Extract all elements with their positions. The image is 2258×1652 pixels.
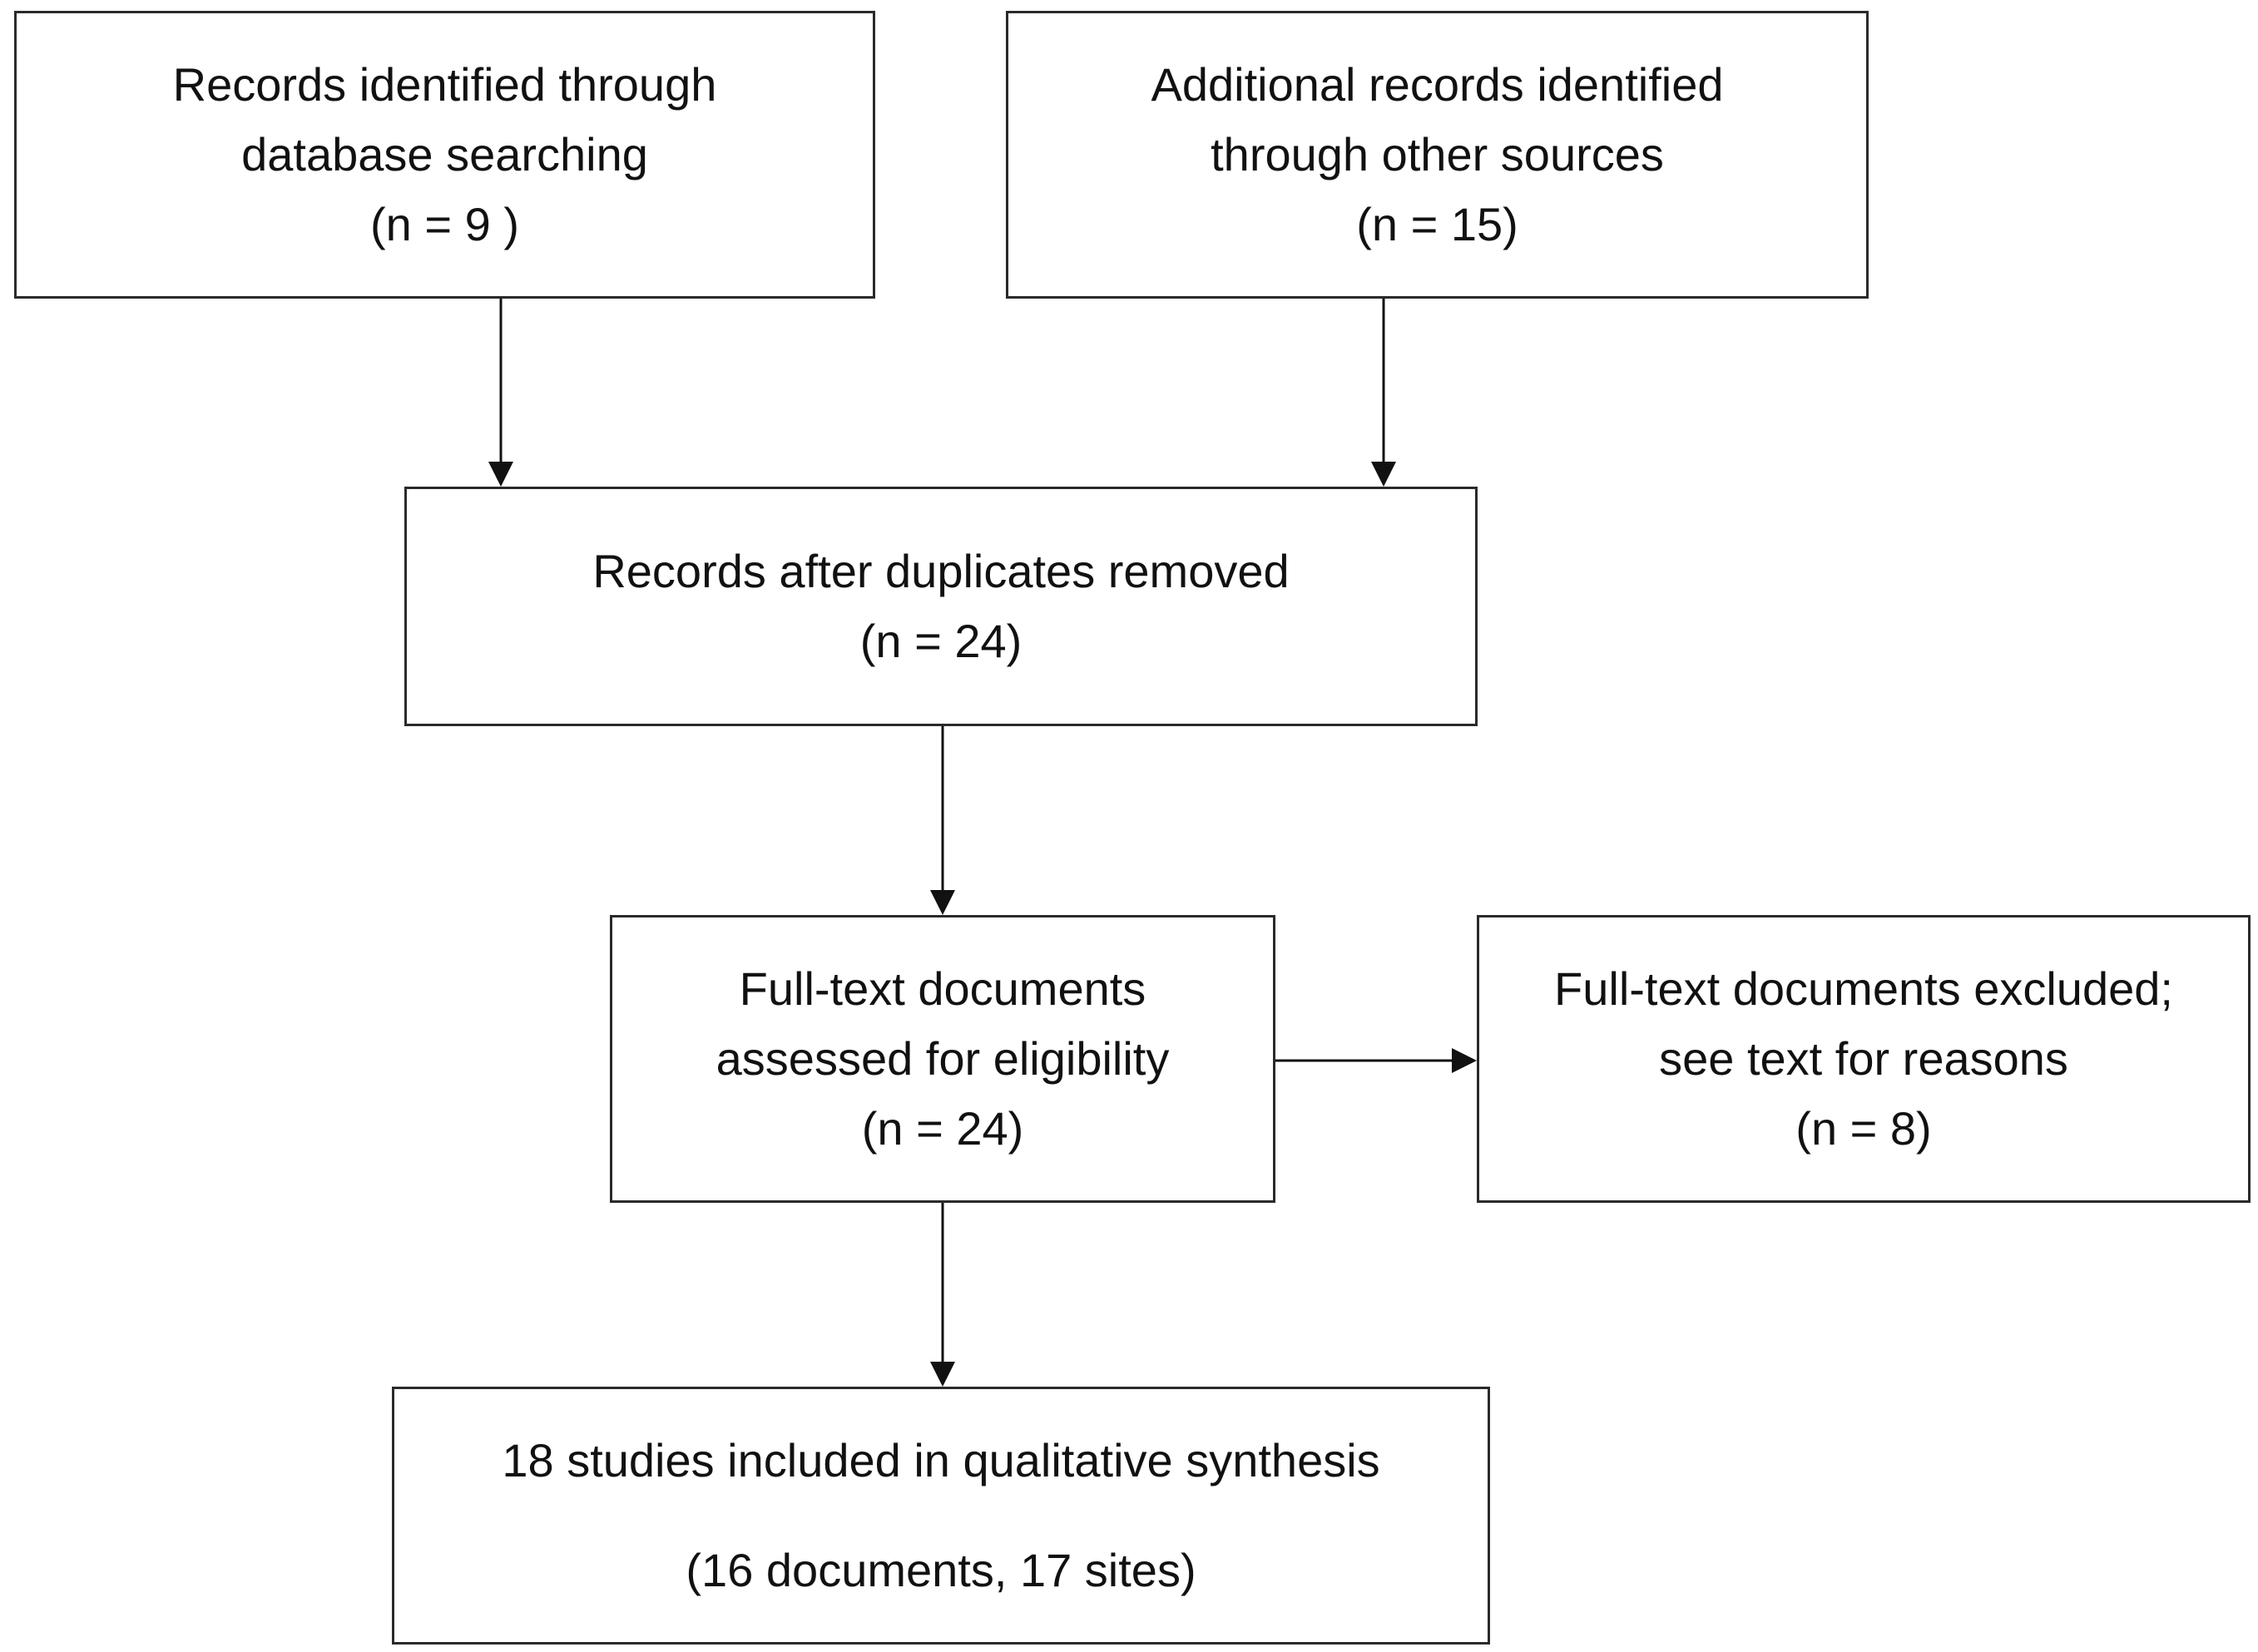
fulltext-excluded-box: Full-text documents excluded; see text f… xyxy=(1477,915,2251,1203)
fulltext-excluded-line1: Full-text documents excluded; xyxy=(1554,962,2173,1015)
records-identified-other-line2: through other sources xyxy=(1211,128,1664,181)
fulltext-excluded-count: (n = 8) xyxy=(1795,1102,1932,1155)
records-identified-other-box: Additional records identified through ot… xyxy=(1006,11,1869,299)
fulltext-assessed-line1: Full-text documents xyxy=(739,962,1146,1015)
records-identified-other-count: (n = 15) xyxy=(1356,198,1518,250)
records-identified-database-line1: Records identified through xyxy=(172,58,717,111)
fulltext-assessed-line2: assessed for eligibility xyxy=(716,1032,1170,1085)
records-identified-other-line1: Additional records identified xyxy=(1151,58,1724,111)
fulltext-assessed-count: (n = 24) xyxy=(861,1102,1024,1155)
studies-included-box: 18 studies included in qualitative synth… xyxy=(392,1387,1490,1645)
arrowhead-dedup-to-fulltext xyxy=(930,890,955,915)
records-after-duplicates-line1: Records after duplicates removed xyxy=(592,545,1290,597)
arrowhead-fulltext-to-excluded xyxy=(1452,1048,1477,1073)
arrowhead-database-to-dedup xyxy=(488,462,513,487)
studies-included-line1: 18 studies included in qualitative synth… xyxy=(502,1434,1380,1486)
records-identified-database-box: Records identified through database sear… xyxy=(14,11,875,299)
records-after-duplicates-box: Records after duplicates removed (n = 24… xyxy=(404,487,1478,726)
records-after-duplicates-count: (n = 24) xyxy=(859,615,1023,667)
fulltext-assessed-box: Full-text documents assessed for eligibi… xyxy=(610,915,1275,1203)
studies-included-line2: (16 documents, 17 sites) xyxy=(686,1544,1196,1596)
fulltext-excluded-line2: see text for reasons xyxy=(1659,1032,2068,1085)
arrowhead-other-to-dedup xyxy=(1371,462,1396,487)
records-identified-database-line2: database searching xyxy=(241,128,648,181)
arrowhead-fulltext-to-included xyxy=(930,1362,955,1387)
records-identified-database-count: (n = 9 ) xyxy=(370,198,519,250)
